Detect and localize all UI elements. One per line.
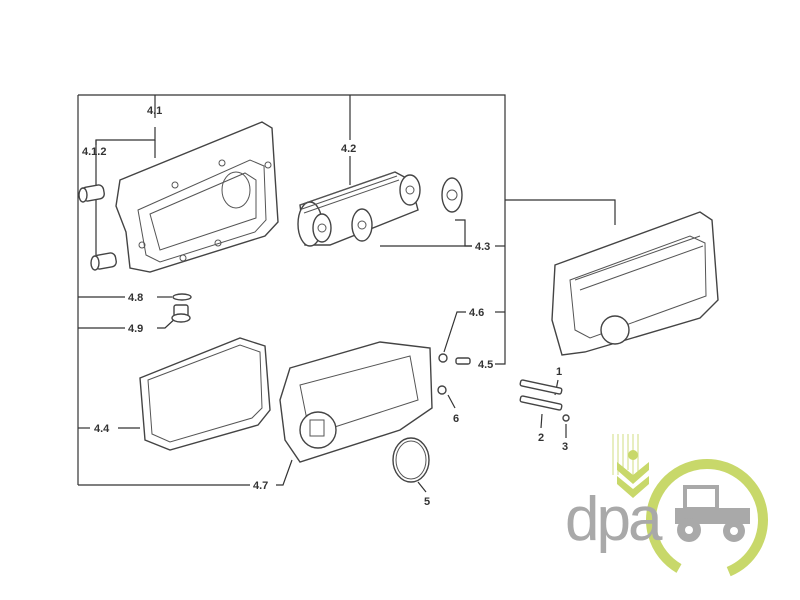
callout-4-1: 4.1 [147, 105, 162, 117]
callout-6: 6 [453, 413, 459, 425]
callout-4-8: 4.8 [128, 292, 143, 304]
part-tube-4-1-2 [78, 184, 117, 271]
callout-4-5: 4.5 [478, 359, 493, 371]
callout-4-3: 4.3 [475, 241, 490, 253]
callout-4-7: 4.7 [253, 480, 268, 492]
part-plug-4-9 [171, 304, 191, 323]
part-lower-housing [279, 341, 433, 463]
callout-3: 3 [562, 441, 568, 453]
callout-5: 5 [424, 496, 430, 508]
callout-2: 2 [538, 432, 544, 444]
part-assembled-cooler [551, 211, 719, 356]
tractor-icon [675, 485, 750, 542]
part-bolts-1-2 [519, 379, 563, 411]
callout-4-9: 4.9 [128, 323, 143, 335]
callout-labels: 4.1 4.1.2 4.2 4.3 4.8 4.9 4.6 4.5 4.4 4.… [82, 105, 568, 508]
part-cooler-core [297, 171, 463, 247]
logo-wordmark: dpa [565, 485, 663, 554]
callout-4-4: 4.4 [94, 423, 110, 435]
callout-4-1-2: 4.1.2 [82, 146, 106, 158]
callout-4-6: 4.6 [469, 307, 484, 319]
part-washers [392, 353, 570, 483]
callout-bracket-lines [77, 94, 616, 493]
part-small-ring-4-8 [172, 293, 192, 301]
callout-1: 1 [556, 366, 562, 378]
callout-4-2: 4.2 [341, 143, 356, 155]
part-upper-housing [115, 121, 279, 273]
dpa-logo: dpa [565, 434, 768, 581]
part-bolt-4-5 [455, 357, 471, 365]
part-gasket-4-4 [139, 337, 271, 451]
